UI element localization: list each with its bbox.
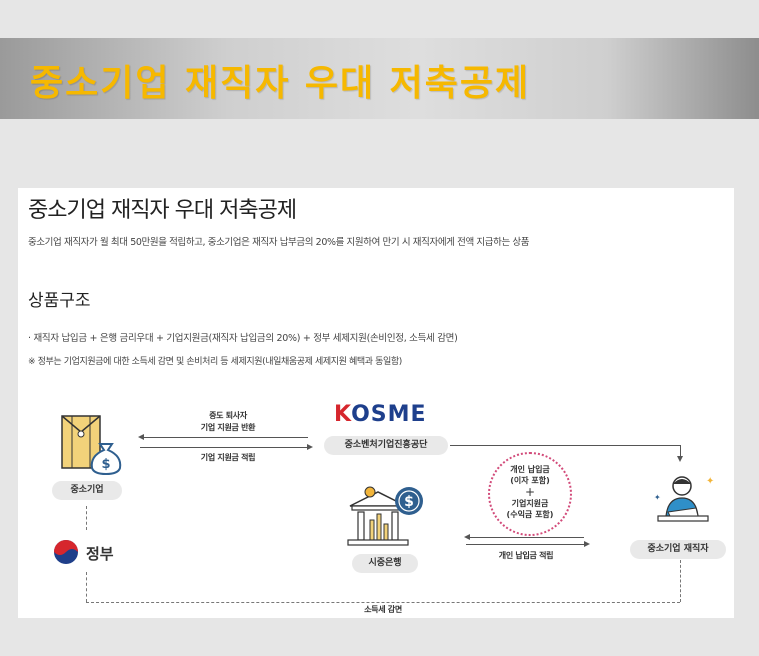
kosme-logo-rest: OSME [351, 402, 427, 427]
kosme-label: 중소벤처기업진흥공단 [324, 436, 448, 455]
svg-text:✦: ✦ [654, 493, 661, 502]
employee-at-desk-icon: ✦ ✦ [654, 476, 714, 522]
arrow-top-line2: 기업 지원금 반환 [200, 423, 256, 432]
personal-arrow-head-2 [584, 541, 590, 547]
svg-text:$: $ [404, 494, 414, 510]
circle-line4: (수익금 포함) [506, 510, 554, 519]
kosme-logo-k: K [334, 402, 352, 427]
coin-icon: $ [395, 487, 423, 515]
personal-arrow-line-2 [466, 544, 584, 545]
money-bag-icon: $ [90, 443, 122, 476]
structure-bullet: · 재직자 납입금 + 은행 금리우대 + 기업지원금(재직자 납입금의 20%… [28, 333, 458, 344]
kosme-logo: KOSME [334, 402, 427, 427]
bank-label: 시중은행 [352, 554, 418, 573]
refund-arrow-head [138, 434, 144, 440]
government-label: 정부 [86, 545, 114, 563]
svg-text:✦: ✦ [706, 476, 714, 487]
kosme-to-employee-line-v [680, 445, 681, 457]
kosme-to-employee-arrow-head [677, 456, 683, 462]
tax-dashed-bottom [86, 602, 680, 603]
bank-building-icon [347, 486, 409, 546]
envelope-icon [61, 415, 101, 469]
tax-note: ※ 정부는 기업지원금에 대한 소득세 감면 및 손비처리 등 세제지원(내일채… [28, 357, 402, 367]
refund-arrow-line [140, 437, 308, 438]
support-arrow-head [307, 444, 313, 450]
government-emblem-icon [54, 540, 78, 564]
arrow-bottom-label: 기업 지원금 적립 [200, 453, 256, 462]
tax-label: 소득세 감면 [364, 605, 402, 614]
tax-dashed-left [86, 572, 87, 602]
doc-title: 중소기업 재직자 우대 저축공제 [28, 198, 297, 223]
arrow-top-line1: 중도 퇴사자 [209, 411, 247, 420]
section-title: 상품구조 [28, 291, 91, 311]
circle-plus: + [524, 485, 536, 499]
kosme-to-employee-line-h [450, 445, 680, 446]
doc-description: 중소기업 재직자가 월 최대 50만원을 적립하고, 중소기업은 재직자 납부금… [28, 237, 530, 248]
personal-arrow-head-1 [464, 534, 470, 540]
svg-text:$: $ [101, 457, 110, 472]
personal-arrow-line-1 [466, 537, 584, 538]
title-banner: 중소기업 재직자 우대 저축공제 [0, 38, 759, 119]
circle-line2: (이자 포함) [510, 476, 550, 485]
banner-title: 중소기업 재직자 우대 저축공제 [30, 63, 531, 104]
circle-line1: 개인 납입금 [510, 465, 550, 474]
circle-line3: 기업지원금 [511, 499, 549, 508]
gov-to-company-dashed-line [86, 506, 87, 530]
personal-arrow-label: 개인 납입금 적립 [498, 551, 554, 560]
content-image-panel: 중소기업 재직자 우대 저축공제 중소기업 재직자가 월 최대 50만원을 적립… [18, 188, 734, 618]
company-label: 중소기업 [52, 481, 122, 500]
support-arrow-line [140, 447, 308, 448]
maturity-payout-circle: 개인 납입금 (이자 포함) + 기업지원금 (수익금 포함) [488, 452, 572, 536]
tax-dashed-right [680, 560, 681, 602]
employee-label: 중소기업 재직자 [630, 540, 726, 559]
